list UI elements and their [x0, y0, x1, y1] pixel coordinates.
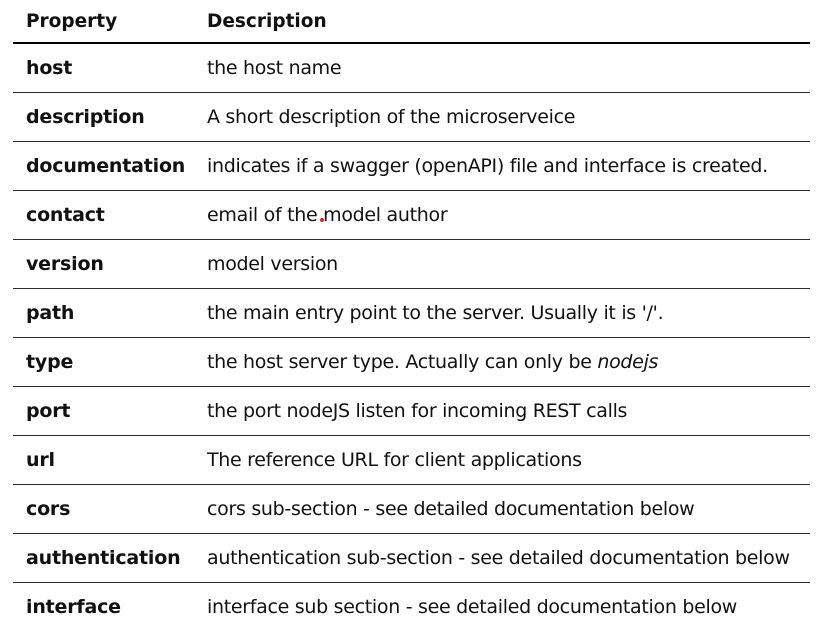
property-description: the host server type. Actually can only …: [194, 338, 810, 387]
property-description: cors sub-section - see detailed document…: [194, 485, 810, 534]
table-row: contact email of the model author: [13, 191, 810, 240]
property-description: authentication sub-section - see detaile…: [194, 534, 810, 583]
property-name: interface: [13, 583, 194, 631]
property-name: description: [13, 93, 194, 142]
property-name: path: [13, 289, 194, 338]
property-name: version: [13, 240, 194, 289]
property-name: cors: [13, 485, 194, 534]
property-description: model version: [194, 240, 810, 289]
property-name: authentication: [13, 534, 194, 583]
property-name: type: [13, 338, 194, 387]
cursor-dot-marker: [320, 218, 324, 222]
properties-table: Property Description host the host name …: [13, 0, 810, 631]
table-row: host the host name: [13, 43, 810, 93]
property-name: documentation: [13, 142, 194, 191]
description-text: the host server type. Actually can only …: [207, 351, 597, 373]
property-description: interface sub section - see detailed doc…: [194, 583, 810, 631]
header-property: Property: [13, 0, 194, 43]
table-row: port the port nodeJS listen for incoming…: [13, 387, 810, 436]
table-row: interface interface sub section - see de…: [13, 583, 810, 631]
property-description: the host name: [194, 43, 810, 93]
table-row: cors cors sub-section - see detailed doc…: [13, 485, 810, 534]
property-description: A short description of the microserveice: [194, 93, 810, 142]
property-description: The reference URL for client application…: [194, 436, 810, 485]
property-name: contact: [13, 191, 194, 240]
table-row: documentation indicates if a swagger (op…: [13, 142, 810, 191]
table-row: authentication authentication sub-sectio…: [13, 534, 810, 583]
property-description: the port nodeJS listen for incoming REST…: [194, 387, 810, 436]
property-name: host: [13, 43, 194, 93]
table-row: type the host server type. Actually can …: [13, 338, 810, 387]
table-row: description A short description of the m…: [13, 93, 810, 142]
table-row: path the main entry point to the server.…: [13, 289, 810, 338]
property-name: port: [13, 387, 194, 436]
property-description: email of the model author: [194, 191, 810, 240]
property-name: url: [13, 436, 194, 485]
table-header-row: Property Description: [13, 0, 810, 43]
description-emphasis: nodejs: [597, 351, 658, 373]
property-description: indicates if a swagger (openAPI) file an…: [194, 142, 810, 191]
table-row: version model version: [13, 240, 810, 289]
property-description: the main entry point to the server. Usua…: [194, 289, 810, 338]
header-description: Description: [194, 0, 810, 43]
table-row: url The reference URL for client applica…: [13, 436, 810, 485]
